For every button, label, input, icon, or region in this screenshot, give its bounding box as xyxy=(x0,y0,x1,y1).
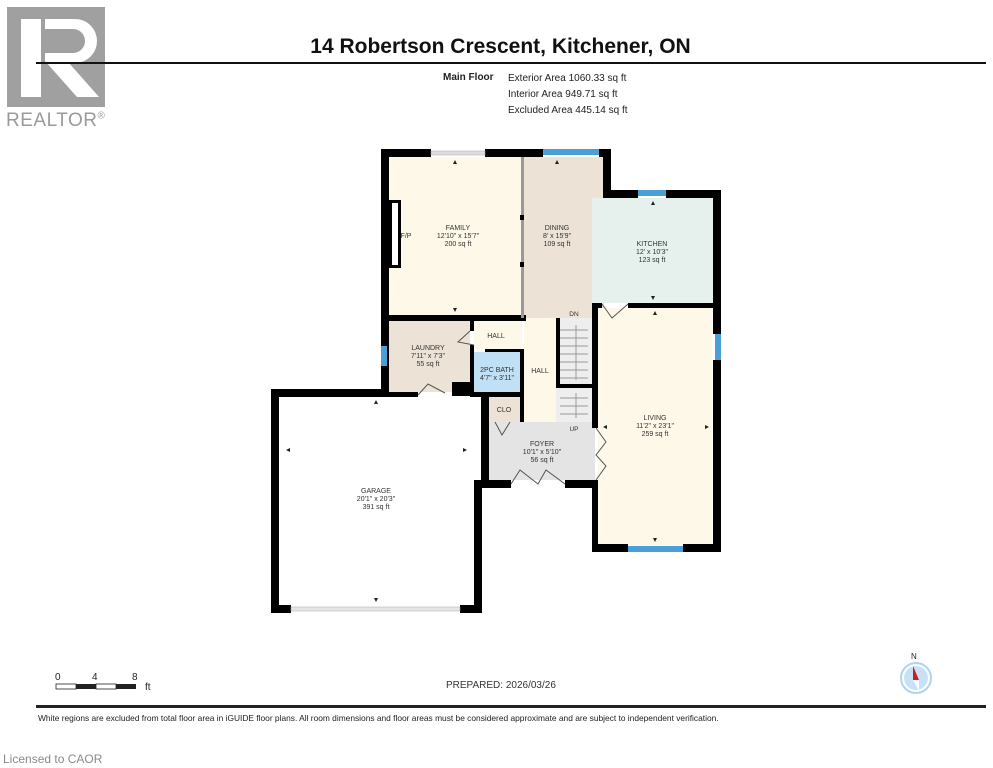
hall-center-room xyxy=(524,318,556,422)
sliding-door xyxy=(430,150,486,156)
dining-name: DINING xyxy=(545,225,570,232)
disclaimer-text: White regions are excluded from total fl… xyxy=(38,713,719,723)
foyer-dims: 10'1" x 5'10" xyxy=(523,449,562,456)
stairs-up-label: UP xyxy=(569,426,578,433)
foyer-room xyxy=(489,422,595,480)
bath-name: 2PC BATH xyxy=(480,367,514,374)
dining-dims: 8' x 15'9" xyxy=(543,233,572,240)
living-dims: 11'2" x 23'1" xyxy=(636,423,674,430)
hall-upper-room xyxy=(474,321,522,349)
hall-upper-name: HALL xyxy=(487,333,505,340)
laundry-area: 55 sq ft xyxy=(417,361,440,368)
kitchen-area: 123 sq ft xyxy=(639,257,666,264)
family-name: FAMILY xyxy=(446,225,471,232)
realtor-logo xyxy=(7,7,105,107)
living-area: 259 sq ft xyxy=(642,431,669,438)
kitchen-dims: 12' x 10'3" xyxy=(636,249,669,256)
dining-area: 109 sq ft xyxy=(544,241,571,248)
footer-divider xyxy=(36,705,986,708)
floor-label: Main Floor xyxy=(443,72,494,83)
foyer-area: 56 sq ft xyxy=(531,457,554,464)
realtor-word: REALTOR xyxy=(6,110,98,131)
prepared-date: PREPARED: 2026/03/26 xyxy=(446,680,556,691)
family-dims: 12'10" x 15'7" xyxy=(437,233,480,240)
closet-name: CLO xyxy=(497,407,512,414)
scale-ruler-icon: 0 4 8 ft xyxy=(55,672,151,693)
garage-name: GARAGE xyxy=(361,488,391,495)
stairs xyxy=(560,325,588,418)
hall-center-name: HALL xyxy=(531,368,549,375)
fireplace-label: F/P xyxy=(401,233,412,240)
kitchen-name: KITCHEN xyxy=(637,241,668,248)
laundry-room xyxy=(389,321,470,392)
stairs-down-label: DN xyxy=(569,311,579,318)
area-summary: Exterior Area 1060.33 sq ft Interior Are… xyxy=(508,71,628,119)
laundry-name: LAUNDRY xyxy=(411,345,445,352)
compass-icon: N xyxy=(900,652,932,694)
scale-tick-4: 4 xyxy=(92,672,98,683)
laundry-dims: 7'11" x 7'3" xyxy=(411,353,445,360)
family-area: 200 sq ft xyxy=(445,241,472,248)
closet-room xyxy=(489,397,520,422)
realtor-r-icon xyxy=(7,7,105,107)
page-title: 14 Robertson Crescent, Kitchener, ON xyxy=(310,35,691,58)
bath-dims: 4'7" x 3'11" xyxy=(480,375,514,382)
compass: N xyxy=(898,650,938,703)
realtor-wordmark: REALTOR® xyxy=(6,110,105,132)
dimension-markers xyxy=(286,160,709,602)
garage-area: 391 sq ft xyxy=(363,504,390,511)
interior-area: Interior Area 949.71 sq ft xyxy=(508,89,618,100)
compass-north-label: N xyxy=(911,652,917,661)
garage-room xyxy=(278,395,468,605)
family-room xyxy=(389,157,521,315)
walls xyxy=(271,149,721,613)
bath-room xyxy=(474,352,520,394)
scale-bar: 0 4 8 ft xyxy=(55,670,165,699)
scale-tick-0: 0 xyxy=(55,672,61,683)
scale-unit: ft xyxy=(145,682,151,693)
exterior-area: Exterior Area 1060.33 sq ft xyxy=(508,73,627,84)
registered-mark: ® xyxy=(97,110,106,122)
living-room xyxy=(598,308,712,545)
garage-door xyxy=(290,606,461,612)
dining-room xyxy=(524,157,604,318)
garage-dims: 20'1" x 20'3" xyxy=(357,496,396,503)
title-divider xyxy=(36,62,986,64)
scale-tick-8: 8 xyxy=(132,672,138,683)
kitchen-room xyxy=(592,198,713,303)
foyer-name: FOYER xyxy=(530,441,554,448)
door-swings xyxy=(417,303,629,485)
windows xyxy=(381,149,721,552)
excluded-area: Excluded Area 445.14 sq ft xyxy=(508,105,628,116)
license-text: Licensed to CAOR xyxy=(3,752,103,766)
living-name: LIVING xyxy=(644,415,667,422)
